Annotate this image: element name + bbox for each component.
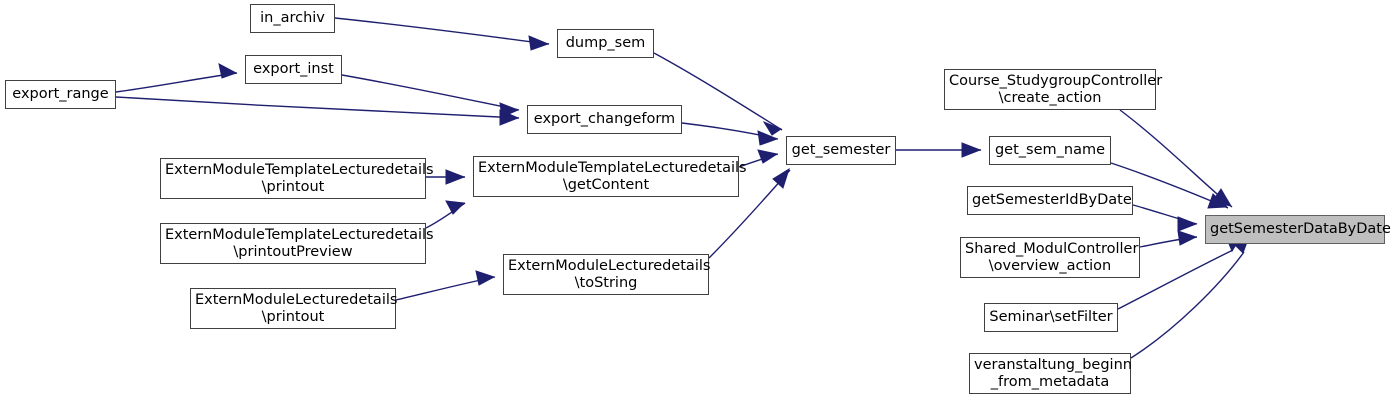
- graph-node-export_changeform[interactable]: export_changeform: [527, 105, 682, 134]
- arrowhead-icon: [1211, 188, 1233, 207]
- arrowhead-icon: [445, 200, 466, 215]
- arrowhead-icon: [757, 149, 779, 164]
- arrowhead-icon: [528, 35, 550, 51]
- graph-node-label: ExternModuleLecturedetails \printout: [195, 291, 398, 325]
- arrowhead-icon: [961, 142, 982, 158]
- graph-node-eml_tostring[interactable]: ExternModuleLecturedetails \toString: [503, 254, 711, 295]
- edge-emtl_printoutpreview-to-emtl_getcontent: [425, 202, 466, 229]
- arrowhead-icon: [218, 63, 238, 79]
- graph-node-in_archiv[interactable]: in_archiv: [250, 4, 335, 33]
- graph-node-label: dump_sem: [565, 35, 646, 51]
- graph-node-label: ExternModuleTemplateLecturedetails \prin…: [165, 226, 434, 260]
- graph-node-label: Shared_ModulController \overview_action: [965, 240, 1139, 274]
- graph-node-label: ExternModuleLecturedetails \toString: [508, 257, 711, 291]
- graph-node-export_inst[interactable]: export_inst: [245, 55, 342, 84]
- edge-eml_printout-to-eml_tostring: [395, 276, 496, 301]
- graph-node-emtl_printoutpreview[interactable]: ExternModuleTemplateLecturedetails \prin…: [160, 223, 434, 264]
- graph-node-label: export_inst: [253, 61, 334, 77]
- edge-veranstaltung_beginn-to-getSemesterDataByDate: [1130, 251, 1245, 359]
- graph-node-emtl_getcontent[interactable]: ExternModuleTemplateLecturedetails \getC…: [473, 156, 747, 197]
- graph-node-shared_modul[interactable]: Shared_ModulController \overview_action: [960, 237, 1140, 278]
- graph-node-label: Course_StudygroupController \create_acti…: [949, 72, 1163, 106]
- graph-node-label: export_changeform: [533, 111, 676, 127]
- arrowhead-icon: [762, 120, 783, 136]
- graph-node-veranstaltung_beginn[interactable]: veranstaltung_beginn _from_metadata: [969, 353, 1132, 394]
- edge-export_changeform-to-get_semester: [681, 122, 779, 140]
- edge-getSemesterIdByDate-to-getSemesterDataByDate: [1132, 204, 1198, 225]
- graph-node-get_semester[interactable]: get_semester: [786, 136, 896, 165]
- edge-export_range-to-export_changeform: [115, 96, 520, 119]
- arrowhead-icon: [757, 130, 779, 146]
- graph-node-getSemesterIdByDate[interactable]: getSemesterIdByDate: [967, 186, 1133, 215]
- arrowhead-icon: [772, 167, 790, 189]
- graph-node-dump_sem[interactable]: dump_sem: [557, 29, 654, 58]
- graph-node-label: export_range: [12, 86, 109, 102]
- arrowhead-icon: [1177, 230, 1198, 246]
- graph-node-label: getSemesterIdByDate: [972, 192, 1132, 208]
- graph-node-label: getSemesterDataByDate: [1210, 221, 1391, 237]
- edge-course_studygroup-to-getSemesterDataByDate: [1119, 109, 1233, 208]
- arrowhead-icon: [1207, 193, 1229, 209]
- arrowhead-icon: [1177, 216, 1198, 232]
- graph-node-label: get_sem_name: [994, 142, 1106, 158]
- edge-in_archiv-to-dump_sem: [334, 17, 550, 45]
- graph-node-label: get_semester: [791, 142, 891, 158]
- arrowhead-icon: [445, 169, 466, 185]
- graph-node-label: Seminar\setFilter: [989, 309, 1113, 325]
- graph-node-emtl_printout[interactable]: ExternModuleTemplateLecturedetails \prin…: [160, 158, 434, 199]
- arrowhead-icon: [499, 102, 520, 118]
- graph-node-label: ExternModuleTemplateLecturedetails \prin…: [165, 161, 434, 195]
- graph-node-label: veranstaltung_beginn _from_metadata: [974, 356, 1132, 390]
- graph-node-label: ExternModuleTemplateLecturedetails \getC…: [478, 159, 747, 193]
- arrowhead-icon: [499, 109, 520, 126]
- graph-node-get_sem_name[interactable]: get_sem_name: [989, 136, 1111, 165]
- edge-export_inst-to-export_changeform: [341, 74, 520, 111]
- arrowhead-icon: [475, 270, 496, 286]
- edge-export_range-to-export_inst: [115, 72, 238, 93]
- graph-node-seminar_setfilter[interactable]: Seminar\setFilter: [984, 303, 1118, 332]
- graph-node-label: in_archiv: [260, 10, 325, 26]
- edge-shared_modul-to-getSemesterDataByDate: [1139, 236, 1198, 248]
- graph-node-getSemesterDataByDate[interactable]: getSemesterDataByDate: [1205, 215, 1391, 244]
- graph-node-course_studygroup[interactable]: Course_StudygroupController \create_acti…: [944, 69, 1163, 110]
- graph-node-eml_printout[interactable]: ExternModuleLecturedetails \printout: [190, 288, 398, 329]
- graph-node-export_range[interactable]: export_range: [5, 80, 116, 109]
